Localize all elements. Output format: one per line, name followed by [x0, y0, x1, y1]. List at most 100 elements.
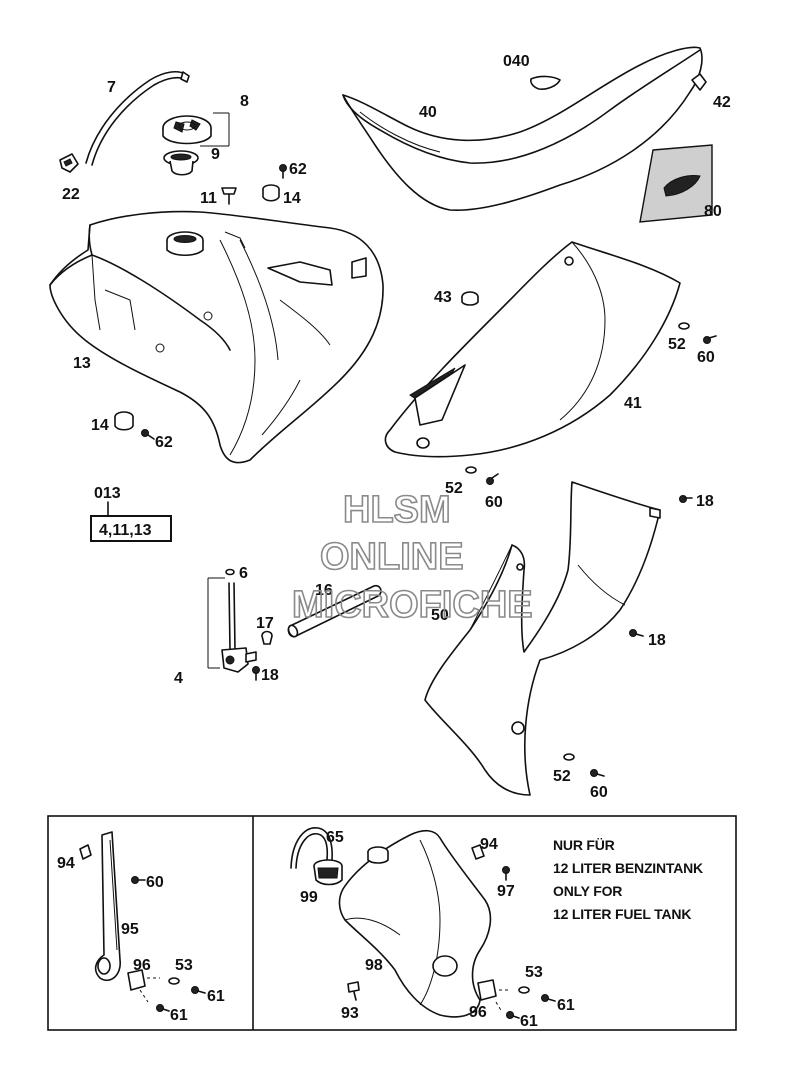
callout-53-right: 53 — [525, 964, 543, 981]
screw-61-left-b — [156, 1004, 170, 1012]
screw-18-tap — [252, 666, 260, 681]
note-de-line-1: NUR FÜR — [553, 837, 615, 853]
bracket-95 — [94, 831, 121, 982]
washer-53-left — [168, 977, 180, 985]
screw-62 — [141, 429, 155, 440]
side-cover-41 — [384, 241, 681, 458]
callout-98: 98 — [365, 957, 383, 974]
callout-14: 14 — [91, 417, 109, 434]
gasket-9 — [163, 150, 199, 176]
rubber-bushing-14 — [114, 411, 134, 431]
watermark-line-3: MICROFICHE — [292, 584, 533, 626]
callout-94-right: 94 — [480, 836, 498, 853]
callout-17: 17 — [256, 615, 274, 632]
callout-040: 040 — [503, 53, 530, 70]
kit-contents: 4,11,13 — [99, 522, 152, 539]
rubber-bushing-14-top — [262, 184, 280, 202]
callout-99: 99 — [300, 889, 318, 906]
screw-18-a — [679, 495, 693, 503]
screw-60-left — [131, 876, 146, 884]
washer-52-b — [465, 466, 477, 474]
screw-97 — [502, 866, 510, 881]
callout-8: 8 — [240, 93, 249, 110]
rubber-94-left — [79, 844, 92, 860]
callout-60-b: 60 — [485, 494, 503, 511]
o-ring-6 — [225, 568, 235, 576]
callout-53-left: 53 — [175, 957, 193, 974]
callout-61-right-b: 61 — [520, 1013, 538, 1030]
callout-96-left: 96 — [133, 957, 151, 974]
decal-80 — [639, 144, 713, 223]
watermark-line-1: HLSM — [343, 489, 451, 531]
screw-62-top — [279, 164, 287, 179]
callout-22: 22 — [62, 186, 80, 203]
callout-96-right: 96 — [469, 1004, 487, 1021]
callout-61-left-b: 61 — [170, 1007, 188, 1024]
fuel-cap-99 — [313, 859, 343, 886]
clip-nut-96-right — [477, 979, 510, 1013]
callout-61-right-a: 61 — [557, 997, 575, 1014]
callout-62: 62 — [155, 434, 173, 451]
callout-43: 43 — [434, 289, 452, 306]
kit-box — [90, 515, 172, 542]
callout-93: 93 — [341, 1005, 359, 1022]
callout-52-c: 52 — [553, 768, 571, 785]
fuel-tap-4 — [207, 577, 257, 673]
clip-nut-96-left — [127, 969, 160, 1003]
screw-61-right-a — [541, 994, 556, 1002]
callout-60-c: 60 — [590, 784, 608, 801]
screw-18-c — [629, 629, 644, 637]
callout-94-left: 94 — [57, 855, 75, 872]
callout-61-left-a: 61 — [207, 988, 225, 1005]
kit-number: 013 — [94, 485, 121, 502]
fuel-tank-13 — [49, 210, 384, 464]
callout-52-b: 52 — [445, 480, 463, 497]
rubber-grommet-43 — [461, 291, 479, 306]
breather-hose-65 — [290, 827, 333, 869]
rubber-94-right — [471, 844, 485, 860]
callout-16: 16 — [315, 582, 333, 599]
fuel-cap-8 — [162, 115, 212, 145]
washer-53-right — [518, 986, 530, 994]
callout-62-top: 62 — [289, 161, 307, 178]
seat-bolt-42 — [691, 73, 707, 91]
callout-7: 7 — [107, 79, 116, 96]
optional-parts-frame — [47, 815, 737, 1031]
note-de-line-2: 12 LITER BENZINTANK — [553, 860, 703, 876]
callout-4: 4 — [174, 670, 183, 687]
callout-50: 50 — [431, 607, 449, 624]
screw-61-right-b — [506, 1011, 520, 1019]
callout-97: 97 — [497, 883, 515, 900]
fuel-hose-16 — [287, 584, 382, 638]
callout-41: 41 — [624, 395, 642, 412]
note-en-line-2: 12 LITER FUEL TANK — [553, 906, 691, 922]
callout-9: 9 — [211, 146, 220, 163]
screw-60-c — [590, 769, 605, 777]
callout-42: 42 — [713, 94, 731, 111]
callout-60-left: 60 — [146, 874, 164, 891]
watermark: HLSM ONLINE MICROFICHE — [291, 488, 533, 627]
screw-60-a — [703, 335, 717, 344]
screw-61-left-a — [191, 986, 206, 994]
washer-52-a — [678, 322, 690, 330]
watermark-line-2: ONLINE — [320, 536, 464, 578]
hose-clamp-17 — [261, 630, 273, 645]
callout-18-tap: 18 — [261, 667, 279, 684]
callout-14-top: 14 — [283, 190, 301, 207]
callout-80: 80 — [704, 203, 722, 220]
note-en-line-1: ONLY FOR — [553, 883, 622, 899]
screw-60-b — [486, 473, 499, 485]
callout-6: 6 — [239, 565, 248, 582]
washer-52-c — [563, 753, 575, 761]
callout-11: 11 — [200, 190, 217, 207]
elbow-fitting-22 — [59, 153, 79, 173]
callout-95: 95 — [121, 921, 139, 938]
callout-18-a: 18 — [696, 493, 714, 510]
callout-18-c: 18 — [648, 632, 666, 649]
callout-65: 65 — [326, 829, 344, 846]
fuel-tank-98 — [338, 829, 492, 1018]
screw-11 — [221, 187, 237, 205]
side-panel-50 — [424, 481, 661, 796]
seat-40 — [342, 46, 703, 212]
